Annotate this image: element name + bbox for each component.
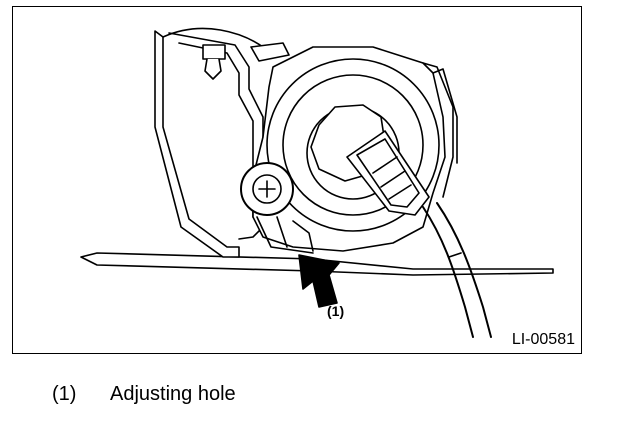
figure-frame: (1) LI-00581 bbox=[12, 6, 582, 354]
figure-code: LI-00581 bbox=[511, 331, 575, 348]
top-clip bbox=[202, 44, 226, 60]
bracket-frame bbox=[154, 30, 240, 258]
legend-label: Adjusting hole bbox=[110, 383, 236, 405]
callout-label-1: (1) bbox=[327, 303, 345, 319]
line-drawing bbox=[80, 27, 554, 338]
connector-plug bbox=[346, 130, 430, 216]
callout-arrow bbox=[298, 254, 340, 308]
legend-number: (1) bbox=[52, 383, 77, 405]
adjuster-ring-inner bbox=[282, 74, 424, 216]
legend-item-1: (1) Adjusting hole bbox=[52, 383, 236, 406]
adjusting-screw-inner bbox=[252, 174, 282, 204]
top-cable bbox=[162, 27, 264, 48]
